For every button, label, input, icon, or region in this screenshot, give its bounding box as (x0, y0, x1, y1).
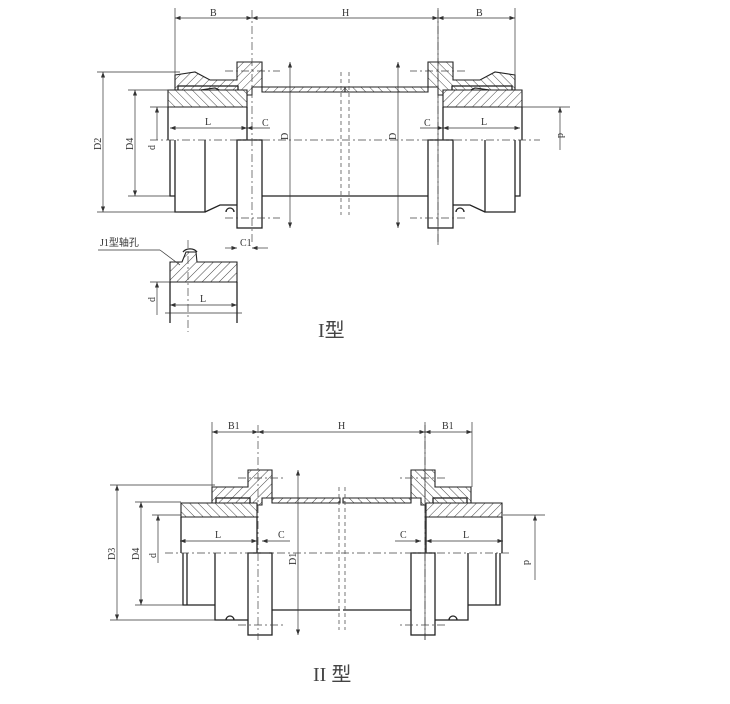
dim-D2: D2 (93, 138, 104, 150)
dim-D4-type2: D4 (131, 548, 142, 560)
detail-dim-L: L (200, 294, 206, 305)
dim-d-left-type2: d (148, 553, 159, 558)
dim-D3: D3 (107, 548, 118, 560)
dim-D-right: D (388, 133, 399, 140)
dim-C-right: C (424, 118, 431, 129)
dim-L-left: L (205, 117, 211, 128)
dim-B1-right: B1 (442, 421, 454, 432)
dim-D4: D4 (125, 138, 136, 150)
j1-shaft-hole-detail (98, 240, 268, 332)
dim-D1: D1 (288, 553, 299, 565)
dim-L-right-type2: L (463, 530, 469, 541)
dim-C-left-type2: C (278, 530, 285, 541)
type1-caption: I型 (318, 319, 345, 342)
dim-D-left: D (280, 133, 291, 140)
dim-B-left: B (210, 8, 217, 19)
dim-d-left: d (147, 145, 158, 150)
type1-drawing (97, 8, 570, 246)
detail-dim-d: d (147, 297, 158, 302)
dim-C1: C1 (240, 238, 252, 249)
type2-caption: II 型 (313, 663, 351, 686)
type2-drawing (110, 422, 545, 641)
dim-C-right-type2: C (400, 530, 407, 541)
dim-H: H (342, 8, 349, 19)
dim-L-left-type2: L (215, 530, 221, 541)
j1-shaft-hole-label: J1型轴孔 (100, 236, 139, 249)
dim-B1-left: B1 (228, 421, 240, 432)
dim-H-type2: H (338, 421, 345, 432)
dim-C-left: C (262, 118, 269, 129)
dim-d-right: d (555, 133, 566, 138)
dim-B-right: B (476, 8, 483, 19)
dim-d-right-type2: d (521, 560, 532, 565)
dim-L-right: L (481, 117, 487, 128)
